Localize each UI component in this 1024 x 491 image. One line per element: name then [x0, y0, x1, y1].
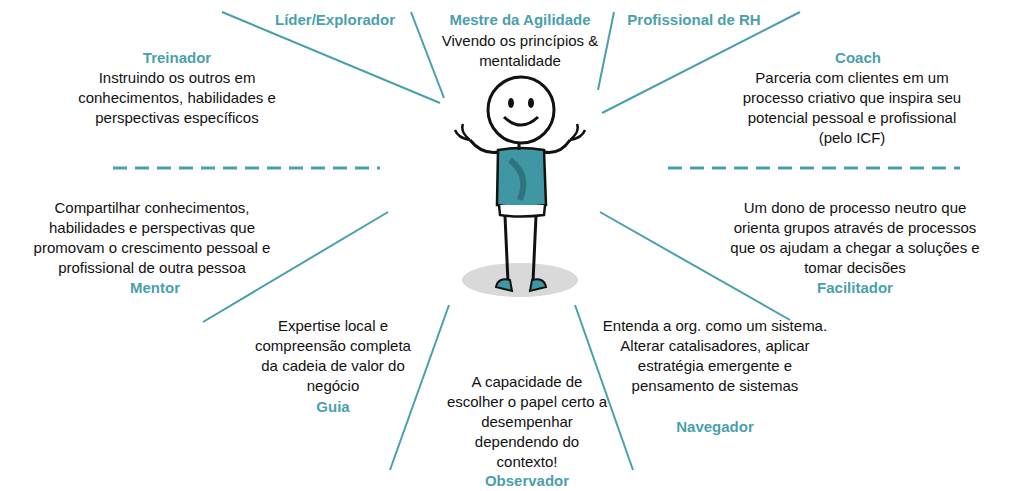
role-description: Instruindo os outros em conhecimentos, h… — [60, 68, 295, 128]
neck — [518, 143, 521, 150]
legs — [505, 216, 536, 282]
role-description: A capacidade de escolher o papel certo a… — [443, 372, 611, 472]
stick-figure — [455, 77, 585, 297]
role-description: Vivendo os princípios & mentalidade — [420, 31, 620, 71]
shorts — [499, 205, 545, 217]
ray-line — [598, 12, 614, 90]
role-title: Coach — [798, 48, 918, 68]
shadow — [462, 263, 578, 297]
role-description: Entenda a org. como um sistema. Alterar … — [599, 316, 831, 396]
feet — [496, 279, 546, 291]
role-description: Parceria com clientes em um processo cri… — [730, 68, 975, 148]
eye — [508, 98, 514, 108]
role-description: Um dono de processo neutro que orienta g… — [724, 198, 986, 278]
ray-line — [390, 305, 449, 470]
dashed-line — [113, 167, 380, 170]
ray-line — [411, 12, 444, 98]
role-title: Profissional de RH — [614, 10, 774, 30]
smile — [504, 117, 538, 125]
role-title: Mestre da Agilidade — [420, 10, 620, 30]
role-description: Compartilhar conhecimentos, habilidades … — [21, 198, 283, 278]
role-description: Expertise local e compreensão completa d… — [246, 316, 421, 396]
role-title: Observador — [467, 471, 587, 491]
role-title: Líder/Explorador — [255, 10, 415, 30]
role-title: Guia — [283, 397, 383, 417]
role-title: Facilitador — [795, 278, 915, 298]
eye — [528, 98, 534, 108]
head — [488, 77, 554, 143]
role-title: Navegador — [655, 417, 775, 437]
torso — [497, 148, 546, 207]
dashed-line — [668, 167, 960, 170]
torso-shade — [510, 160, 523, 200]
role-title: Treinador — [117, 48, 237, 68]
role-title: Mentor — [95, 278, 215, 298]
